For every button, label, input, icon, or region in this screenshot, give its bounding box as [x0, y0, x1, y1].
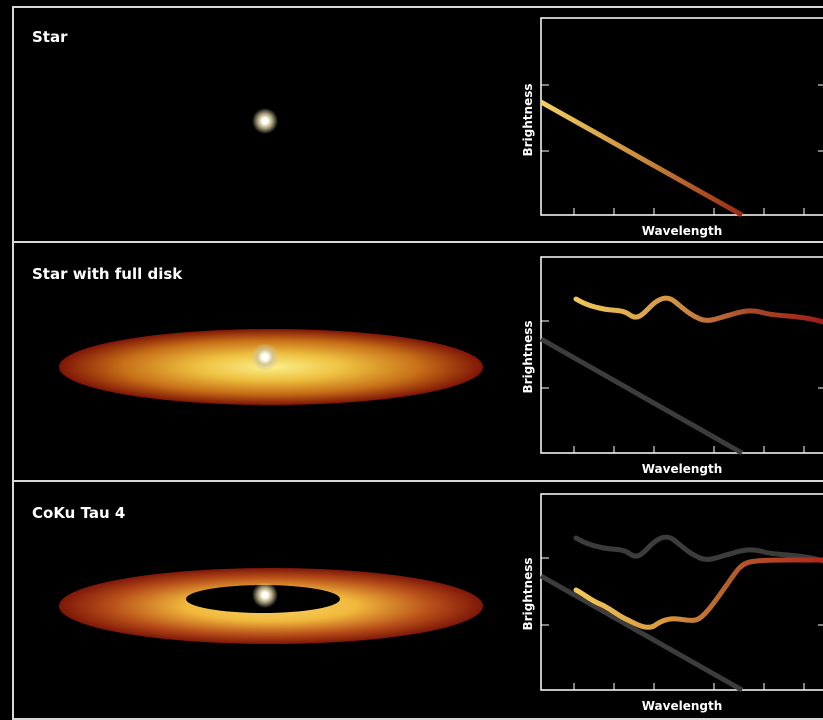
- plot-frame: [540, 256, 823, 454]
- star-core: [262, 592, 268, 598]
- plot-frame: [540, 493, 823, 691]
- coku-tau-4-spectrum-line: [573, 557, 823, 630]
- y-axis-label: Brightness: [521, 83, 535, 156]
- full-disk-scene: [59, 329, 483, 405]
- disk-spectrum-line: [573, 295, 823, 325]
- spectrum-plot: Wavelength Brightness: [521, 493, 823, 713]
- star-reference-line: [539, 336, 744, 456]
- star-scene: [252, 108, 278, 134]
- star-core: [262, 118, 268, 124]
- spectrum-plot: Wavelength Brightness: [521, 256, 823, 476]
- panel-title: Star: [32, 28, 68, 46]
- panel-title: Star with full disk: [32, 265, 183, 283]
- star-reference-line: [539, 573, 744, 693]
- full-disk-reference-line: [573, 534, 823, 564]
- star-spectrum-line: [539, 99, 744, 218]
- y-axis-label: Brightness: [521, 557, 535, 630]
- tick-marks: [541, 320, 823, 453]
- tick-marks: [541, 557, 823, 690]
- panel-title: CoKu Tau 4: [32, 504, 126, 522]
- spectrum-plot: Wavelength Brightness: [521, 17, 823, 238]
- panel-coku-tau-4: CoKu Tau 4 Wavelength Brightness: [12, 480, 823, 720]
- gapped-disk-scene: [59, 568, 483, 644]
- panel-star: Star Wavelength Brightness: [12, 6, 823, 242]
- plot-frame: [540, 17, 823, 216]
- panel-star-with-full-disk: Star with full disk Wavelength Brightnes…: [12, 241, 823, 481]
- star-core: [262, 354, 268, 360]
- x-axis-label: Wavelength: [642, 462, 723, 476]
- tick-marks: [541, 84, 823, 215]
- x-axis-label: Wavelength: [642, 699, 723, 713]
- x-axis-label: Wavelength: [642, 224, 723, 238]
- y-axis-label: Brightness: [521, 320, 535, 393]
